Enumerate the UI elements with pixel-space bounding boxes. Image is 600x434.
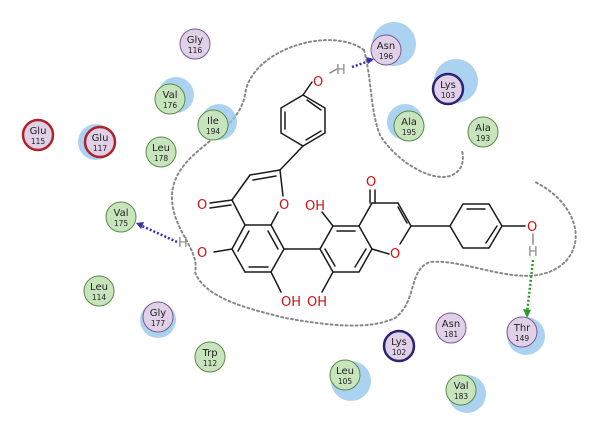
hydroxyl-label: OH xyxy=(281,295,301,310)
residue-number: 178 xyxy=(154,154,169,163)
residue-number: 103 xyxy=(441,91,456,100)
residue-circle xyxy=(506,316,538,348)
residue-name: Asn xyxy=(442,319,460,330)
oxygen-atom-label: O xyxy=(197,198,207,213)
residue-circle xyxy=(467,116,499,148)
residue-number: 175 xyxy=(114,219,129,228)
residue-name: Glu xyxy=(30,126,47,137)
residue-circle xyxy=(197,109,229,141)
residue-name: Ala xyxy=(475,123,491,134)
residue-number: 181 xyxy=(444,330,459,339)
residue-circle xyxy=(83,275,115,307)
oxygen-atom-label: O xyxy=(197,246,207,261)
binding-pocket-outline-inner xyxy=(363,49,464,178)
residue-number: 193 xyxy=(476,134,491,143)
residue-number: 102 xyxy=(392,348,407,357)
residue-circle xyxy=(382,329,416,363)
residue-number: 116 xyxy=(188,46,203,55)
oxygen-atom-label: O xyxy=(313,75,323,90)
ligand-atom-labels: O H O O O H OH OH O O OH O H xyxy=(178,63,538,310)
residue-name: Lys xyxy=(391,337,407,348)
residue-circle xyxy=(154,83,186,115)
residue-number: 114 xyxy=(92,293,107,302)
hydrogen-atom-label: H xyxy=(178,236,188,251)
residue-number: 149 xyxy=(515,334,530,343)
residue-number: 195 xyxy=(402,128,417,137)
oxygen-atom-label: O xyxy=(390,247,400,262)
residue-name: Leu xyxy=(152,143,170,154)
hydrogen-bond-thr149 xyxy=(523,259,535,318)
residue-circle xyxy=(179,28,211,60)
hydrogen-atom-label: H xyxy=(528,245,538,260)
residue-number: 105 xyxy=(338,377,353,386)
residue-circle xyxy=(142,301,174,333)
residue-name: Asn xyxy=(377,41,395,52)
residue-name: Leu xyxy=(90,282,108,293)
residue-circle xyxy=(435,312,467,344)
hydroxyl-label: OH xyxy=(307,295,327,310)
residue-name: Leu xyxy=(336,366,354,377)
residue-number: 196 xyxy=(379,52,394,61)
residue-circle xyxy=(21,118,55,152)
oxygen-atom-label: O xyxy=(366,175,376,190)
residue-circle xyxy=(105,201,137,233)
residue-circle xyxy=(194,341,226,373)
residue-circle xyxy=(329,359,361,391)
residue-number: 194 xyxy=(206,127,221,136)
oxygen-atom-label: O xyxy=(527,220,537,235)
residue-number: 183 xyxy=(454,392,469,401)
residue-number: 115 xyxy=(31,137,46,146)
residue-circle xyxy=(445,374,477,406)
residue-circle xyxy=(83,125,117,159)
residue-name: Ile xyxy=(207,116,219,127)
ligand-bonds xyxy=(209,68,534,293)
residue-circle xyxy=(393,110,425,142)
residue-number: 112 xyxy=(203,359,218,368)
hydrogen-atom-label: H xyxy=(336,63,346,78)
oxygen-atom-label: O xyxy=(279,198,289,213)
residue-name: Val xyxy=(163,90,178,101)
hydrogen-bond-val175 xyxy=(136,222,178,244)
residue-number: 177 xyxy=(151,319,166,328)
residue-number: 117 xyxy=(93,144,108,153)
residue-name: Ala xyxy=(401,117,417,128)
residue-name: Val xyxy=(454,381,469,392)
binding-pocket-outline xyxy=(170,39,577,327)
residue-name: Gly xyxy=(187,35,204,46)
residue-name: Val xyxy=(114,208,129,219)
residue-name: Lys xyxy=(440,80,456,91)
hydrogen-bond-asn196 xyxy=(351,57,374,69)
residue-name: Trp xyxy=(201,348,217,359)
residue-name: Thr xyxy=(513,323,531,334)
residue-circle xyxy=(370,34,402,66)
residue-circle xyxy=(431,72,465,106)
residue-circle xyxy=(145,136,177,168)
residue-name: Glu xyxy=(92,133,109,144)
residue-name: Gly xyxy=(150,308,167,319)
residue-number: 176 xyxy=(163,101,178,110)
hydroxyl-label: OH xyxy=(305,199,325,214)
